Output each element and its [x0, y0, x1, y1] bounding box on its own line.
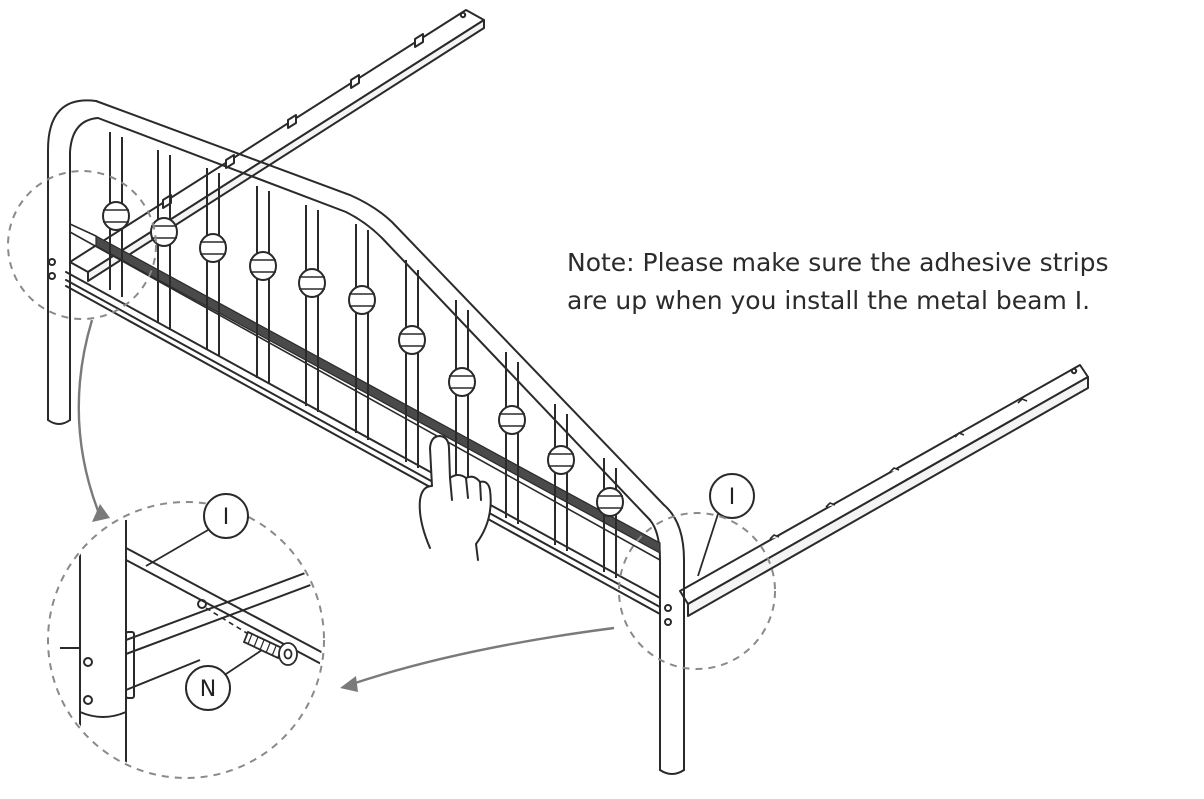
installation-note: Note: Please make sure the adhesive stri… [567, 244, 1197, 320]
spindles [102, 132, 624, 578]
svg-text:N: N [200, 677, 216, 702]
highlight-right-joint [618, 512, 776, 670]
callout-beam-main: I [697, 473, 755, 577]
spindle [596, 458, 624, 578]
spindle [448, 300, 476, 496]
spindle [102, 132, 130, 297]
svg-text:I: I [223, 505, 230, 530]
note-line-1: Note: Please make sure the adhesive stri… [567, 248, 1109, 277]
pointing-hand-icon [418, 435, 492, 561]
svg-text:I: I [729, 485, 736, 510]
bolt-icon [242, 630, 298, 666]
spindle [348, 224, 376, 440]
highlight-left-joint [7, 170, 157, 320]
spindle [249, 186, 277, 384]
spindle [199, 168, 227, 356]
spindle [547, 404, 575, 551]
arrow-right-to-detail [351, 626, 615, 686]
right-side-rail [679, 364, 1089, 617]
arrow-left-to-detail [77, 319, 102, 517]
spindle [398, 260, 426, 468]
spindle [150, 150, 178, 330]
detail-arrows [77, 319, 615, 692]
rail-bracket [769, 398, 1028, 540]
note-line-2: are up when you install the metal beam I… [567, 286, 1091, 315]
spindle [498, 352, 526, 524]
highlight-circles [7, 170, 776, 670]
spindle [298, 205, 326, 412]
left-side-rail [69, 9, 485, 282]
detail-view: I N [47, 493, 325, 779]
